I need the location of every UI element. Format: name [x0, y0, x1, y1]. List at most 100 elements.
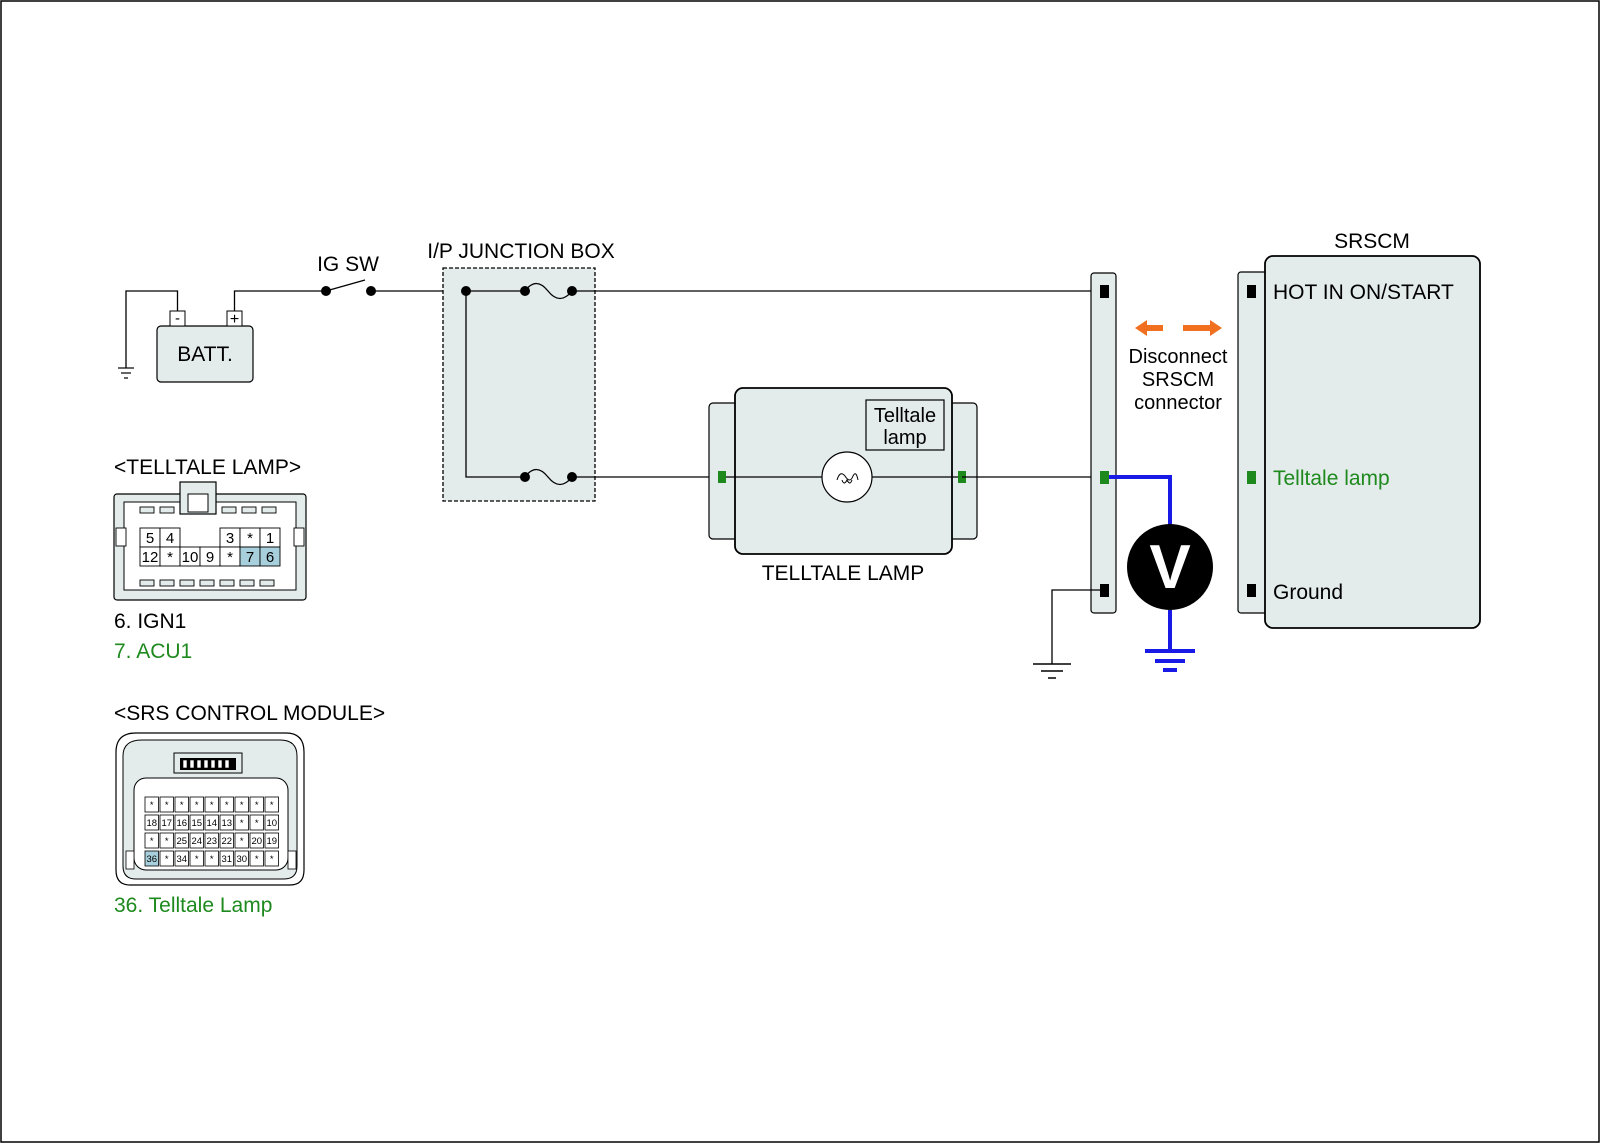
srs-connector-pin-cell	[264, 832, 279, 849]
srs-connector-pin-cell	[189, 796, 204, 813]
srs-connector-pin-label: 22	[221, 836, 232, 847]
telltale-connector-pin-label: 12	[142, 549, 159, 566]
srs-connector-pin-cell	[264, 850, 279, 867]
telltale-connector-pin-label: 10	[182, 549, 199, 566]
srs-connector-pin-label: 23	[206, 836, 217, 847]
srs-connector-pin-label: 31	[221, 854, 232, 865]
battery: - + BATT.	[156, 310, 254, 383]
srs-connector-pin-cell	[144, 814, 159, 831]
srs-connector-pin-cell	[189, 832, 204, 849]
harness-ground-icon	[1033, 663, 1071, 679]
srs-connector-pin-cell	[174, 832, 189, 849]
telltale-connector-pin-cell	[259, 546, 281, 567]
battery-ground-wire	[125, 290, 179, 368]
srs-connector-pin-cell	[189, 814, 204, 831]
srs-connector-pin-label: *	[165, 836, 169, 847]
srs-connector-pin-label: *	[255, 800, 259, 811]
harness-ground-wire	[1051, 589, 1100, 664]
srs-connector-pin-cell	[174, 796, 189, 813]
srs-connector-pin-label: 20	[251, 836, 262, 847]
srs-connector-pin-cell	[234, 850, 249, 867]
srs-connector-pin-label: *	[150, 800, 154, 811]
srs-connector-pin-cell	[159, 796, 174, 813]
srs-connector-pin-label: 15	[191, 818, 202, 829]
srs-connector-pin-label: 25	[176, 836, 187, 847]
srs-connector-pin-cell	[219, 796, 234, 813]
srs-connector-pin-cell	[234, 796, 249, 813]
fuse-icon	[524, 282, 573, 300]
srs-connector-pin-cell	[204, 850, 219, 867]
telltale-connector-pin-label: *	[227, 549, 233, 566]
srs-connector-pin-label: *	[270, 854, 274, 865]
srs-connector-pin-label: *	[240, 818, 244, 829]
srs-connector-title: <SRS CONTROL MODULE>	[114, 702, 385, 725]
srs-connector-pin-cell	[159, 832, 174, 849]
srs-pin-36: 36. Telltale Lamp	[114, 894, 272, 917]
srs-connector-pin-cell	[159, 850, 174, 867]
disconnect-note-line2: SRSCM	[1142, 369, 1214, 391]
srs-connector-pin-label: *	[210, 854, 214, 865]
lamp-bulb-icon	[821, 451, 873, 503]
srs-connector-pin-label: *	[165, 800, 169, 811]
srs-connector-pin-cell	[264, 814, 279, 831]
srs-connector-pin-cell	[174, 850, 189, 867]
srs-connector-pin-label: *	[150, 836, 154, 847]
srs-connector-pin-cell	[144, 796, 159, 813]
srs-connector-pin-cell	[219, 814, 234, 831]
battery-positive-wire	[233, 290, 326, 311]
telltale-connector-pin-label: 3	[226, 530, 234, 547]
battery-minus-label: -	[175, 310, 180, 327]
srs-connector-pin-label: 24	[191, 836, 202, 847]
telltale-inner-label-line2: lamp	[883, 427, 926, 449]
battery-ground-icon	[118, 367, 134, 379]
srs-connector-pin-cell	[159, 814, 174, 831]
harness-connector	[1090, 272, 1117, 614]
srs-connector-pin-cell	[249, 814, 264, 831]
srs-connector-pin-cell	[234, 832, 249, 849]
telltale-connector-pin-label: *	[167, 549, 173, 566]
telltale-lamp-label: TELLTALE LAMP	[762, 562, 925, 585]
telltale-pin-6: 6. IGN1	[114, 610, 186, 633]
voltmeter-icon: V	[1127, 524, 1213, 610]
srs-connector-pin-cell	[204, 814, 219, 831]
srscm-title: SRSCM	[1334, 230, 1410, 253]
telltale-connector-pin-label: 7	[246, 549, 254, 566]
srs-connector-pin-label: 36	[146, 854, 157, 865]
srs-connector-pin-label: 14	[206, 818, 217, 829]
srscm-module: SRSCM HOT IN ON/START Telltale lamp Grou…	[1237, 230, 1481, 629]
disconnect-note-line1: Disconnect	[1129, 346, 1228, 368]
srs-connector-pin-label: *	[240, 836, 244, 847]
telltale-connector-pin-label: *	[247, 530, 253, 547]
srs-connector-pin-label: 30	[236, 854, 247, 865]
srs-connector-pin-cell	[144, 832, 159, 849]
telltale-connector-pin-label: 5	[146, 530, 154, 547]
srs-connector-pin-cell	[144, 850, 159, 867]
srs-connector-pin-cell	[204, 832, 219, 849]
fuse-icon	[524, 468, 573, 486]
disconnect-note-line3: connector	[1134, 392, 1222, 414]
telltale-lamp-component: Telltale lamp TELLTALE LAMP	[708, 387, 978, 585]
srs-connector-pin-cell	[174, 814, 189, 831]
srs-connector-pin-cell	[219, 832, 234, 849]
srs-connector-pin-cell	[204, 796, 219, 813]
measure-ground-icon	[1145, 649, 1195, 672]
srs-connector-pin-cell	[249, 796, 264, 813]
battery-label: BATT.	[177, 343, 233, 366]
telltale-connector-pin-label: 4	[166, 530, 174, 547]
srs-connector-pin-cell	[189, 850, 204, 867]
srs-connector-pin-label: 13	[221, 818, 232, 829]
srs-connector-pin-label: *	[270, 800, 274, 811]
srs-connector-pin-cell	[249, 832, 264, 849]
ignition-switch: IG SW	[317, 253, 379, 296]
srs-connector-pin-label: 18	[146, 818, 157, 829]
srs-connector-pin-cell	[249, 850, 264, 867]
disconnect-arrows-icon	[1135, 320, 1222, 336]
ip-junction-box: I/P JUNCTION BOX	[427, 240, 615, 502]
ig-sw-label: IG SW	[317, 253, 379, 276]
telltale-connector-title: <TELLTALE LAMP>	[114, 456, 301, 479]
srs-connector-pin-label: *	[255, 818, 259, 829]
telltale-inner-label-line1: Telltale	[874, 405, 936, 427]
